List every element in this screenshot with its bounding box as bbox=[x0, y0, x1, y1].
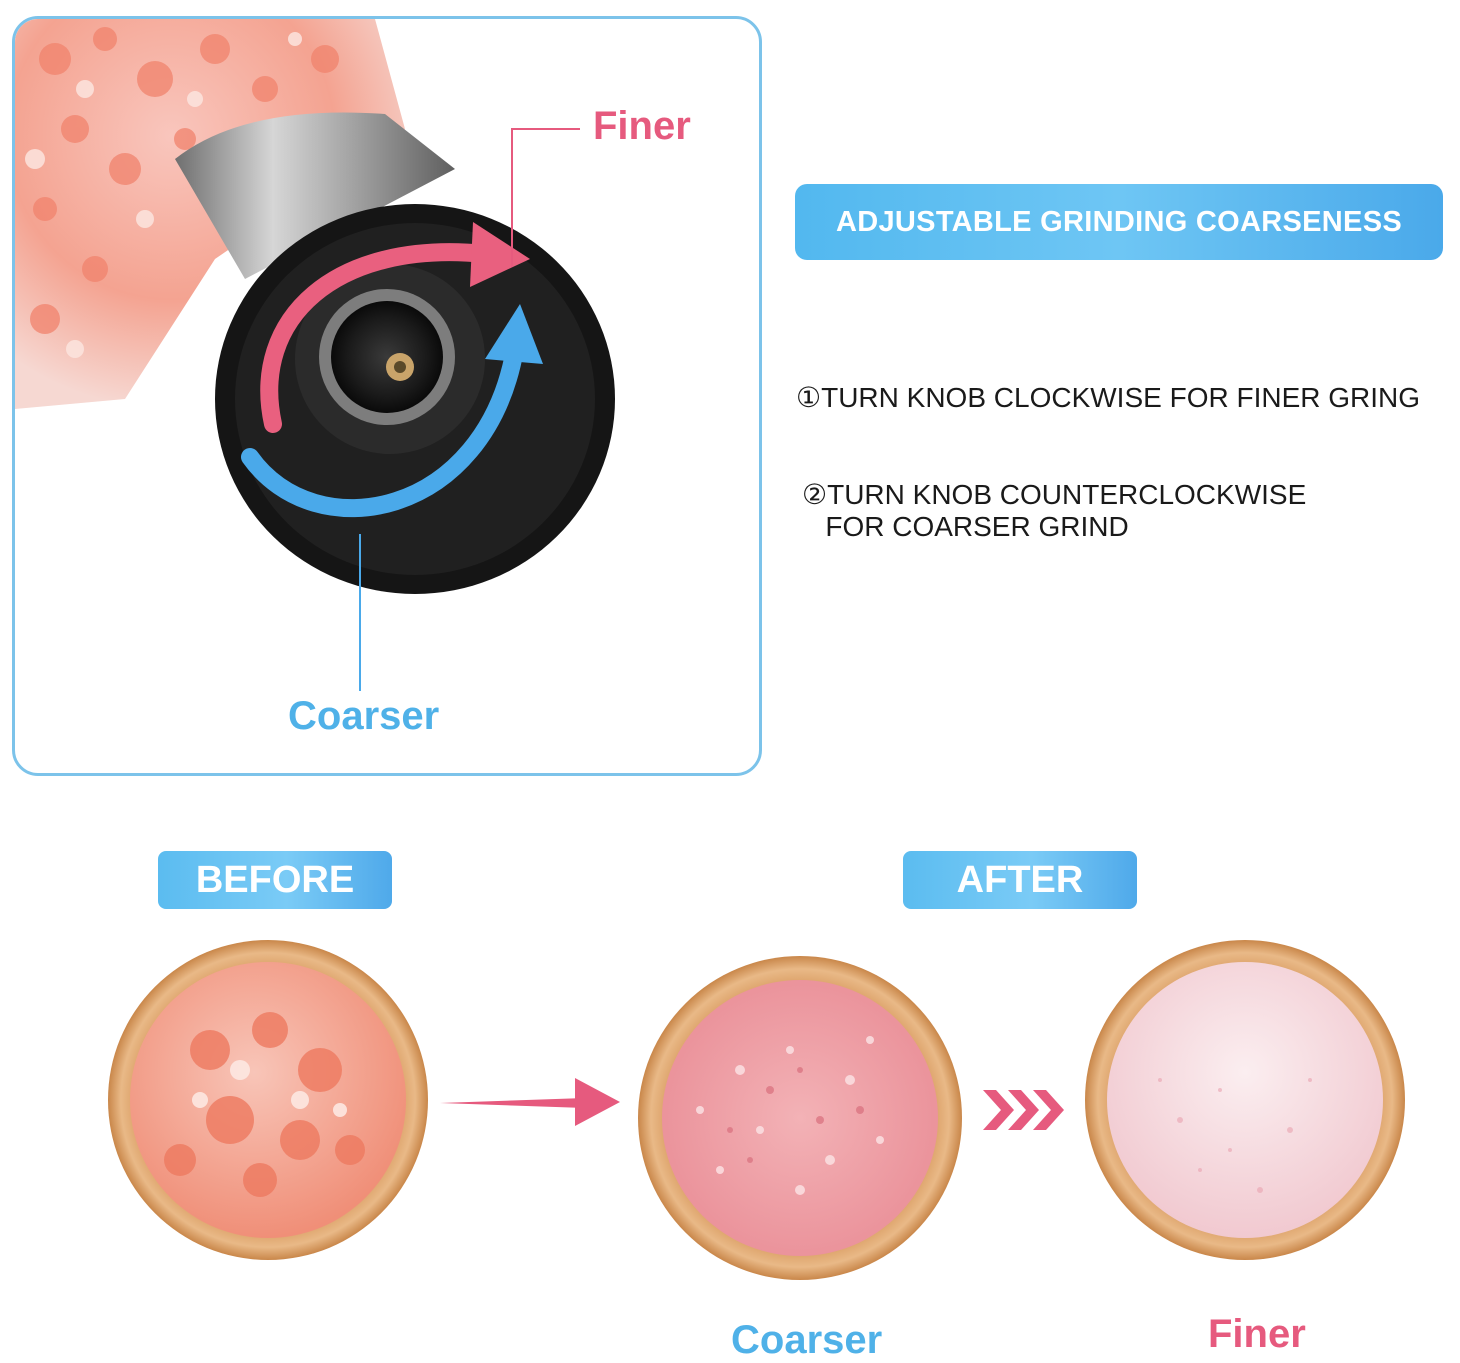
bowl-finer bbox=[1085, 940, 1405, 1260]
before-to-after-arrow bbox=[440, 1078, 620, 1126]
coarser-arc-arrow bbox=[241, 340, 524, 518]
instruction-counterclockwise: ②TURN KNOB COUNTERCLOCKWISE FOR COARSER … bbox=[802, 479, 1307, 542]
finer-arrowhead bbox=[470, 222, 530, 287]
after-badge: AFTER bbox=[903, 851, 1137, 909]
salt-comparison-illustration bbox=[108, 940, 1405, 1280]
grinder-finer-label: Finer bbox=[593, 104, 691, 148]
burr-mechanism bbox=[331, 301, 443, 413]
chevron-arrows-icon bbox=[983, 1090, 1064, 1130]
grinder-photo-frame bbox=[12, 16, 762, 776]
grinder-illustration bbox=[15, 19, 615, 691]
finer-leader-line bbox=[511, 128, 580, 267]
result-finer-label: Finer bbox=[1208, 1312, 1306, 1356]
finer-arc-arrow bbox=[260, 243, 494, 433]
bowl-before bbox=[108, 940, 428, 1260]
coarser-arrowhead bbox=[485, 304, 543, 364]
feature-title-banner: ADJUSTABLE GRINDING COARSENESS bbox=[795, 184, 1443, 260]
bowl-coarser bbox=[638, 956, 962, 1280]
steel-collar bbox=[175, 112, 455, 279]
grinder-coarser-label: Coarser bbox=[288, 694, 440, 738]
result-coarser-label: Coarser bbox=[731, 1318, 883, 1362]
instruction-clockwise: ①TURN KNOB CLOCKWISE FOR FINER GRING bbox=[796, 382, 1421, 413]
before-badge: BEFORE bbox=[158, 851, 392, 909]
